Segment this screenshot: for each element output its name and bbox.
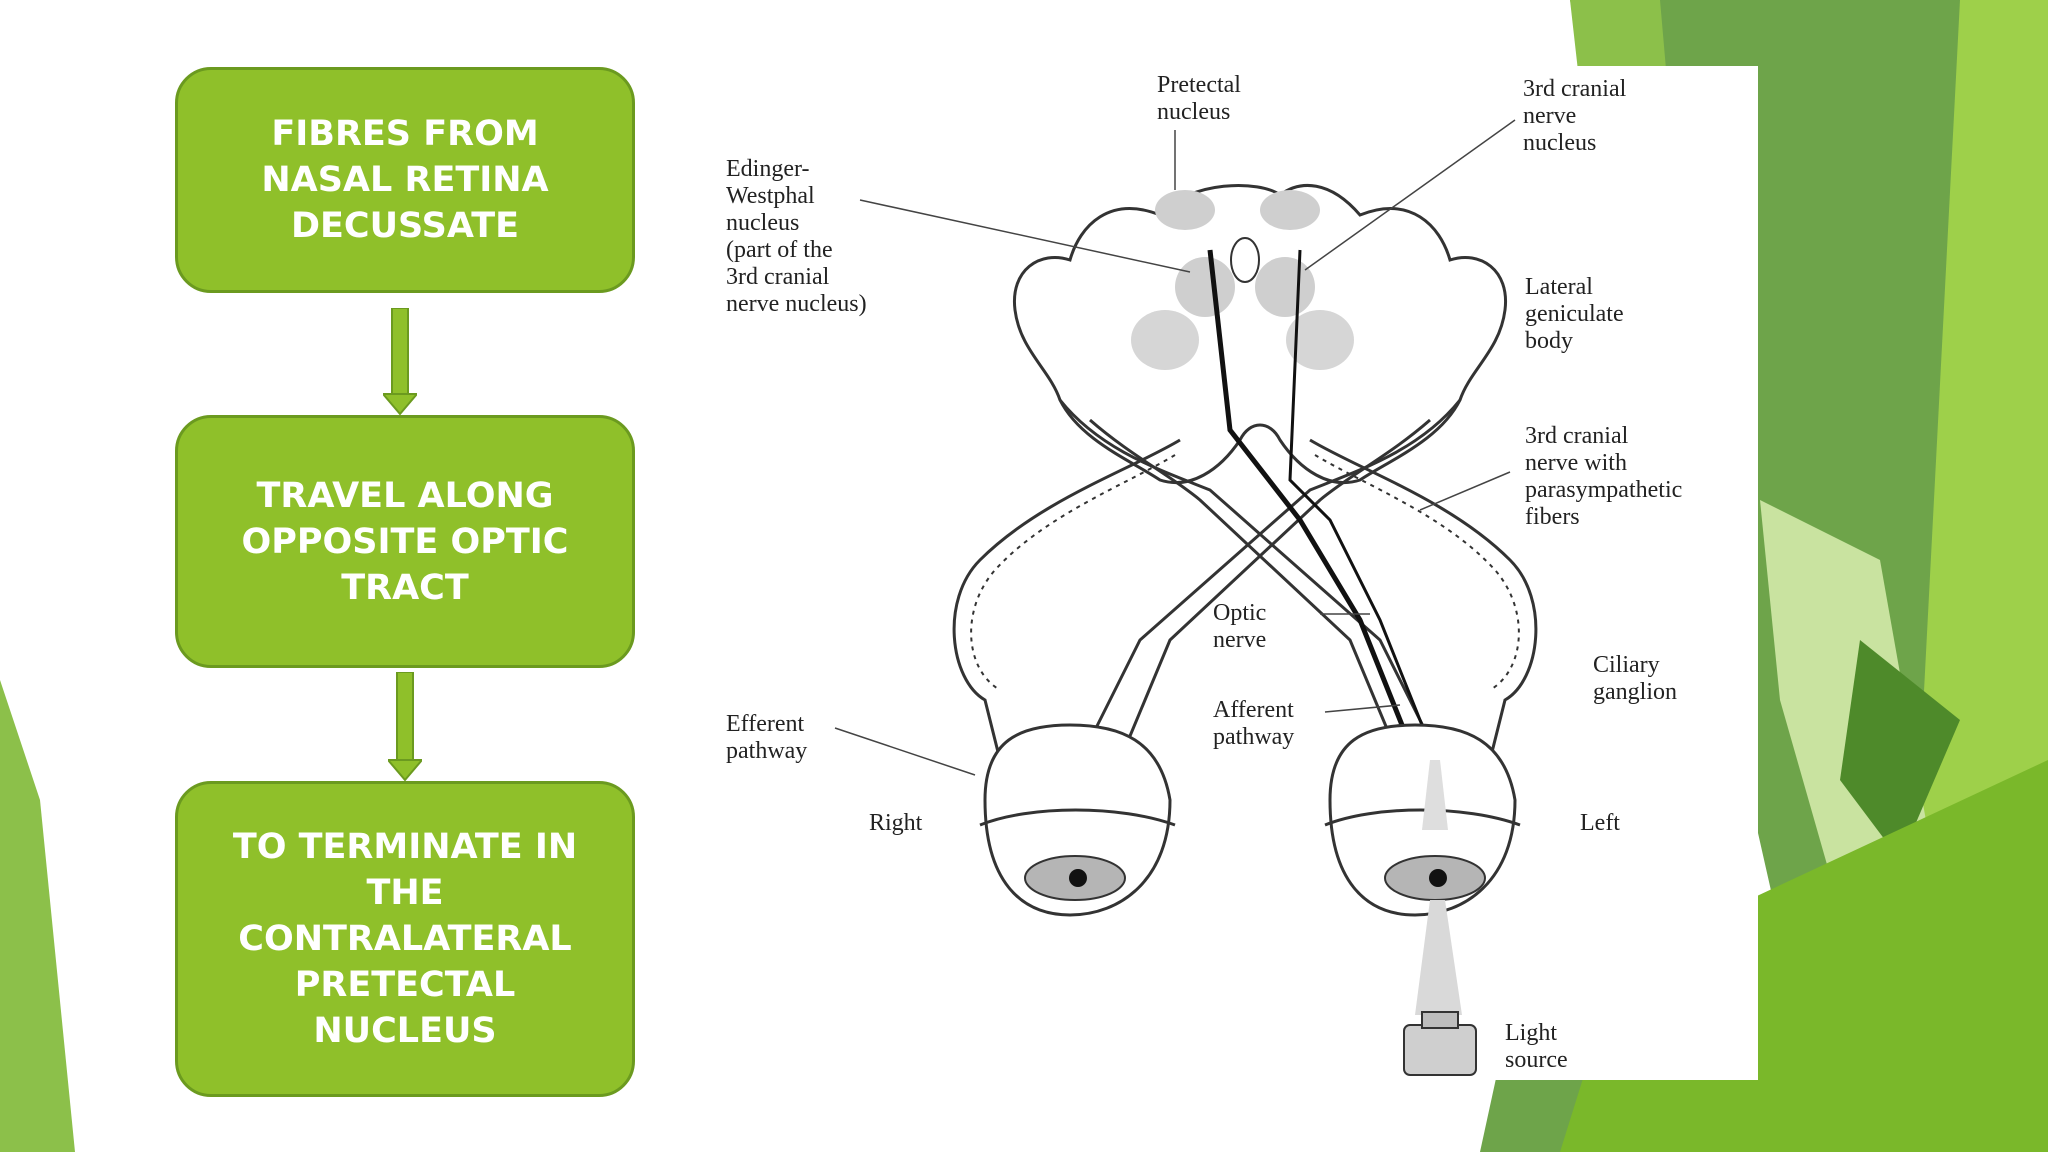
efferent-loop-left (1309, 438, 1538, 761)
pathway-drawing (834, 119, 1538, 1076)
right-eye (979, 723, 1176, 917)
label-left-eye: Left (1580, 810, 1620, 836)
label-afferent-pathway: Afferent pathway (1213, 697, 1295, 750)
label-optic-nerve: Optic nerve (1213, 600, 1267, 653)
label-edinger-westphal-nucleus: Edinger- Westphal nucleus (part of the 3… (726, 156, 867, 317)
afferent-path (1207, 249, 1423, 771)
down-arrow-icon (383, 308, 417, 416)
flow-step-pretectal-termination: TO TERMINATE IN THE CONTRALATERAL PRETEC… (175, 781, 635, 1097)
label-ciliary-ganglion: Ciliary ganglion (1593, 652, 1677, 705)
brainstem-outline (1012, 184, 1508, 485)
label-third-cranial-nerve-nucleus: 3rd cranial nerve nucleus (1523, 76, 1627, 156)
label-efferent-pathway: Efferent pathway (726, 711, 808, 764)
left-eye (1324, 723, 1521, 917)
pupillary-reflex-diagram (688, 66, 1758, 1080)
efferent-loop-right (952, 438, 1181, 761)
label-pretectal-nucleus: Pretectal nucleus (1157, 72, 1241, 125)
light-beam (1415, 900, 1462, 1015)
light-source-icon (1403, 1011, 1477, 1076)
label-lateral-geniculate-body: Lateral geniculate body (1525, 274, 1624, 354)
label-right-eye: Right (869, 810, 923, 836)
optic-tract-left (1058, 399, 1442, 761)
flow-step-nasal-fibres: FIBRES FROM NASAL RETINA DECUSSATE (175, 67, 635, 293)
label-third-cranial-nerve-parasympathetic: 3rd cranial nerve with parasympathetic f… (1525, 423, 1683, 530)
optic-tract-right (1078, 399, 1462, 761)
down-arrow-icon (388, 672, 422, 782)
label-light-source: Light source (1505, 1020, 1568, 1073)
flow-step-optic-tract: TRAVEL ALONG OPPOSITE OPTIC TRACT (175, 415, 635, 668)
